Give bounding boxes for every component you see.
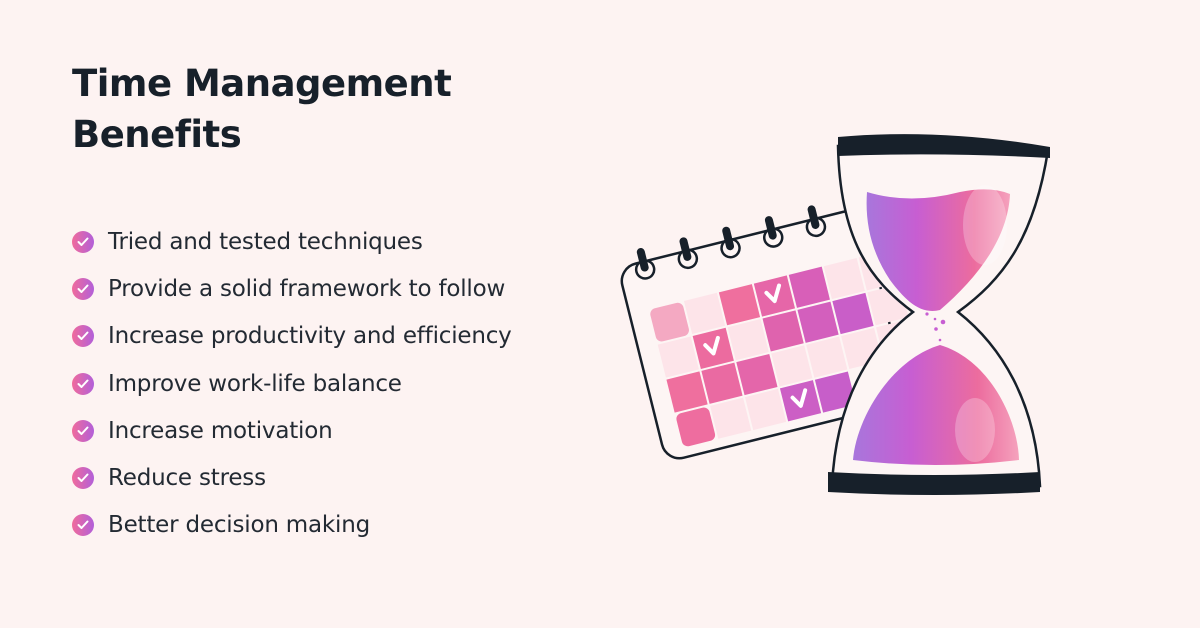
benefit-label: Increase motivation bbox=[108, 417, 333, 444]
check-circle-icon bbox=[72, 277, 94, 300]
benefit-label: Tried and tested techniques bbox=[108, 228, 423, 255]
check-circle-icon bbox=[72, 467, 94, 490]
list-item: Tried and tested techniques bbox=[72, 218, 512, 265]
check-circle-icon bbox=[72, 514, 94, 537]
list-item: Increase motivation bbox=[72, 407, 512, 454]
check-circle-icon bbox=[72, 372, 94, 395]
list-item: Improve work-life balance bbox=[72, 360, 512, 407]
title-line-2: Benefits bbox=[72, 113, 242, 156]
list-item: Better decision making bbox=[72, 502, 512, 549]
title-line-1: Time Management bbox=[72, 62, 452, 105]
illustration bbox=[620, 134, 1050, 495]
check-circle-icon bbox=[72, 419, 94, 442]
benefit-label: Improve work-life balance bbox=[108, 370, 402, 397]
check-circle-icon bbox=[72, 230, 94, 253]
benefits-list: Tried and tested techniques Provide a so… bbox=[72, 218, 512, 549]
list-item: Provide a solid framework to follow bbox=[72, 265, 512, 312]
page-title: Time Management Benefits bbox=[72, 58, 452, 160]
benefit-label: Provide a solid framework to follow bbox=[108, 275, 506, 302]
benefit-label: Better decision making bbox=[108, 512, 370, 539]
hourglass-icon bbox=[828, 134, 1050, 495]
benefit-label: Reduce stress bbox=[108, 465, 266, 492]
list-item: Increase productivity and efficiency bbox=[72, 313, 512, 360]
check-circle-icon bbox=[72, 325, 94, 348]
list-item: Reduce stress bbox=[72, 454, 512, 501]
benefit-label: Increase productivity and efficiency bbox=[108, 323, 512, 350]
